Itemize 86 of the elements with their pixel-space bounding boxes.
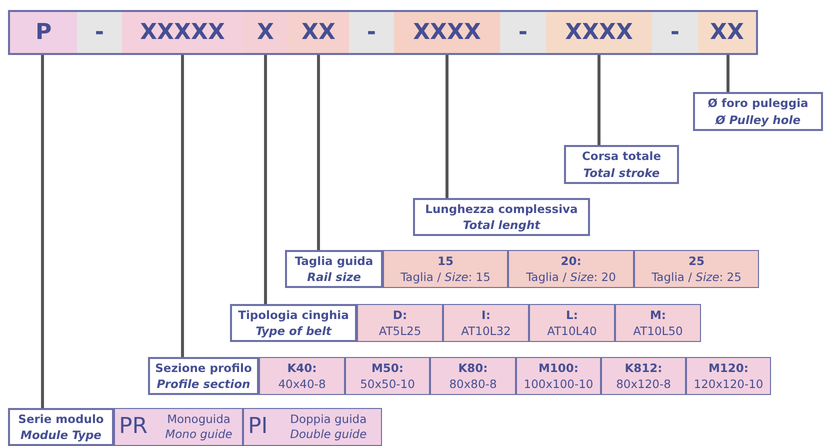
row-header [148, 357, 259, 395]
label-text: Lunghezza complessiva [425, 200, 578, 217]
label-translation: Type of belt [256, 323, 332, 340]
label-translation: Profile section [156, 376, 250, 392]
option-label: Doppia guida [290, 412, 367, 427]
code-segment: XX [698, 10, 758, 55]
code-segment: - [349, 10, 394, 55]
option-cell [357, 304, 443, 342]
code-segment: XXXX [394, 10, 500, 55]
option-code: PR [119, 412, 148, 441]
option-cell [114, 408, 243, 446]
label-text: I: [482, 306, 490, 323]
option-cell [516, 357, 601, 395]
label-text: M100: [538, 360, 579, 376]
label-translation: 120x120-10 [694, 376, 764, 392]
label-text: 20: [560, 252, 582, 269]
callout-box [693, 92, 823, 131]
label-text: 25 [688, 252, 704, 269]
callout-box [564, 145, 679, 184]
code-segment: - [500, 10, 546, 55]
row-header [230, 304, 357, 342]
label-text: Tipologia cinghia [238, 306, 349, 323]
label-text: Ø foro puleggia [708, 95, 808, 112]
label-translation: Rail size [307, 269, 361, 286]
option-cell [430, 357, 516, 395]
option-cell [243, 408, 382, 446]
option-label: Monoguida [167, 412, 230, 427]
label-text: Serie modulo [18, 410, 104, 427]
label-text: K40: [287, 360, 317, 376]
option-cell [601, 357, 686, 395]
label-translation: 100x100-10 [524, 376, 594, 392]
label-text: M: [650, 306, 666, 323]
option-cell [615, 304, 701, 342]
label-translation: Ø Pulley hole [716, 112, 800, 128]
label-translation: 80x80-8 [449, 376, 497, 392]
leader-line [446, 55, 448, 198]
option-cell [508, 250, 634, 288]
leader-line [264, 55, 267, 304]
label-text: D: [392, 306, 408, 323]
option-cell [686, 357, 771, 395]
label-translation: 80x120-8 [616, 376, 671, 392]
code-segment: X [243, 10, 288, 55]
code-segment: - [77, 10, 122, 55]
label-translation: Total lenght [462, 217, 540, 234]
label-translation: AT10L32 [461, 323, 511, 340]
option-cell [443, 304, 529, 342]
option-label: Mono guide [165, 427, 232, 442]
label-translation: 50x50-10 [360, 376, 415, 392]
label-translation: Taglia / Size: 15 [400, 269, 490, 286]
code-segment: - [652, 10, 698, 55]
row-header [285, 250, 383, 288]
leader-line [181, 55, 184, 357]
label-text: M50: [371, 360, 404, 376]
option-cell [383, 250, 508, 288]
option-label: Double guide [290, 427, 367, 442]
code-segment: XXXXX [122, 10, 243, 55]
label-translation: AT10L50 [633, 323, 683, 340]
label-translation: Module Type [20, 427, 102, 444]
row-header [8, 408, 114, 446]
option-cell [634, 250, 759, 288]
label-text: K80: [458, 360, 488, 376]
code-segment: P [8, 10, 77, 55]
label-text: K812: [624, 360, 662, 376]
option-code: PI [248, 412, 268, 441]
label-translation: 40x40-8 [278, 376, 326, 392]
code-segment: XX [288, 10, 349, 55]
code-segment: XXXX [546, 10, 652, 55]
leader-line [726, 55, 730, 92]
option-cell [345, 357, 430, 395]
label-text: Sezione profilo [155, 360, 252, 376]
label-text: M120: [708, 360, 749, 376]
label-translation: AT10L40 [547, 323, 597, 340]
leader-line [317, 55, 320, 250]
label-translation: AT5L25 [378, 323, 422, 340]
label-text: Taglia guida [294, 252, 374, 269]
label-text: L: [566, 306, 578, 323]
option-cell [259, 357, 345, 395]
callout-box [413, 198, 590, 236]
label-translation: Taglia / Size: 25 [652, 269, 742, 286]
label-translation: Taglia / Size: 20 [526, 269, 616, 286]
leader-line [598, 55, 600, 145]
label-text: Corsa totale [582, 148, 662, 164]
leader-line [41, 55, 44, 408]
label-text: 15 [437, 252, 454, 269]
option-cell [529, 304, 615, 342]
label-translation: Total stroke [583, 164, 660, 181]
